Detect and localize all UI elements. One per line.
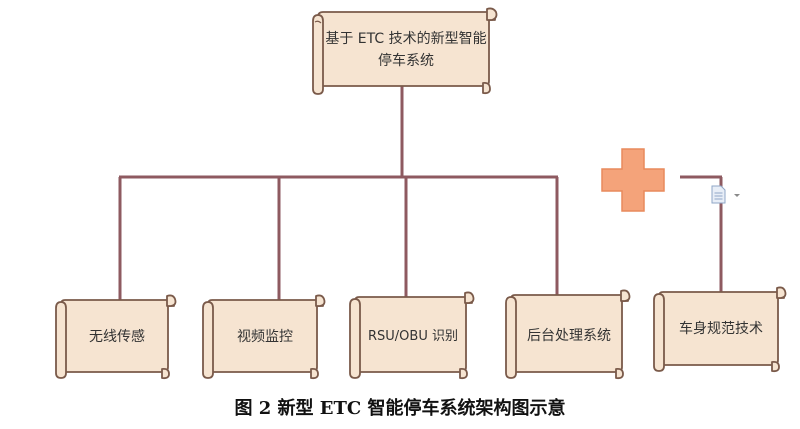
child-node-body-standard-tech[interactable]: 车身规范技术: [650, 285, 787, 373]
figure-caption: 图 2 新型 ETC 智能停车系统架构图示意: [234, 398, 566, 419]
child-label: 视频监控: [237, 329, 293, 345]
root-node[interactable]: 基于 ETC 技术的新型智能停车系统: [309, 5, 498, 95]
child-label: 后台处理系统: [527, 328, 611, 344]
plus-icon[interactable]: [601, 148, 665, 212]
child-node-rsu-obu-recognition[interactable]: RSU/OBU 识别: [346, 290, 475, 380]
child-node-video-monitoring[interactable]: 视频监控: [199, 293, 326, 380]
dropdown-arrow-icon[interactable]: [734, 194, 740, 197]
child-node-backend-processing[interactable]: 后台处理系统: [502, 288, 631, 380]
child-label: RSU/OBU 识别: [368, 329, 458, 344]
document-icon[interactable]: [709, 184, 745, 206]
child-label: 车身规范技术: [679, 321, 763, 337]
child-node-wireless-sensing[interactable]: 无线传感: [52, 293, 177, 380]
child-label: 无线传感: [89, 329, 145, 345]
root-label: 基于 ETC 技术的新型智能停车系统: [325, 31, 487, 69]
